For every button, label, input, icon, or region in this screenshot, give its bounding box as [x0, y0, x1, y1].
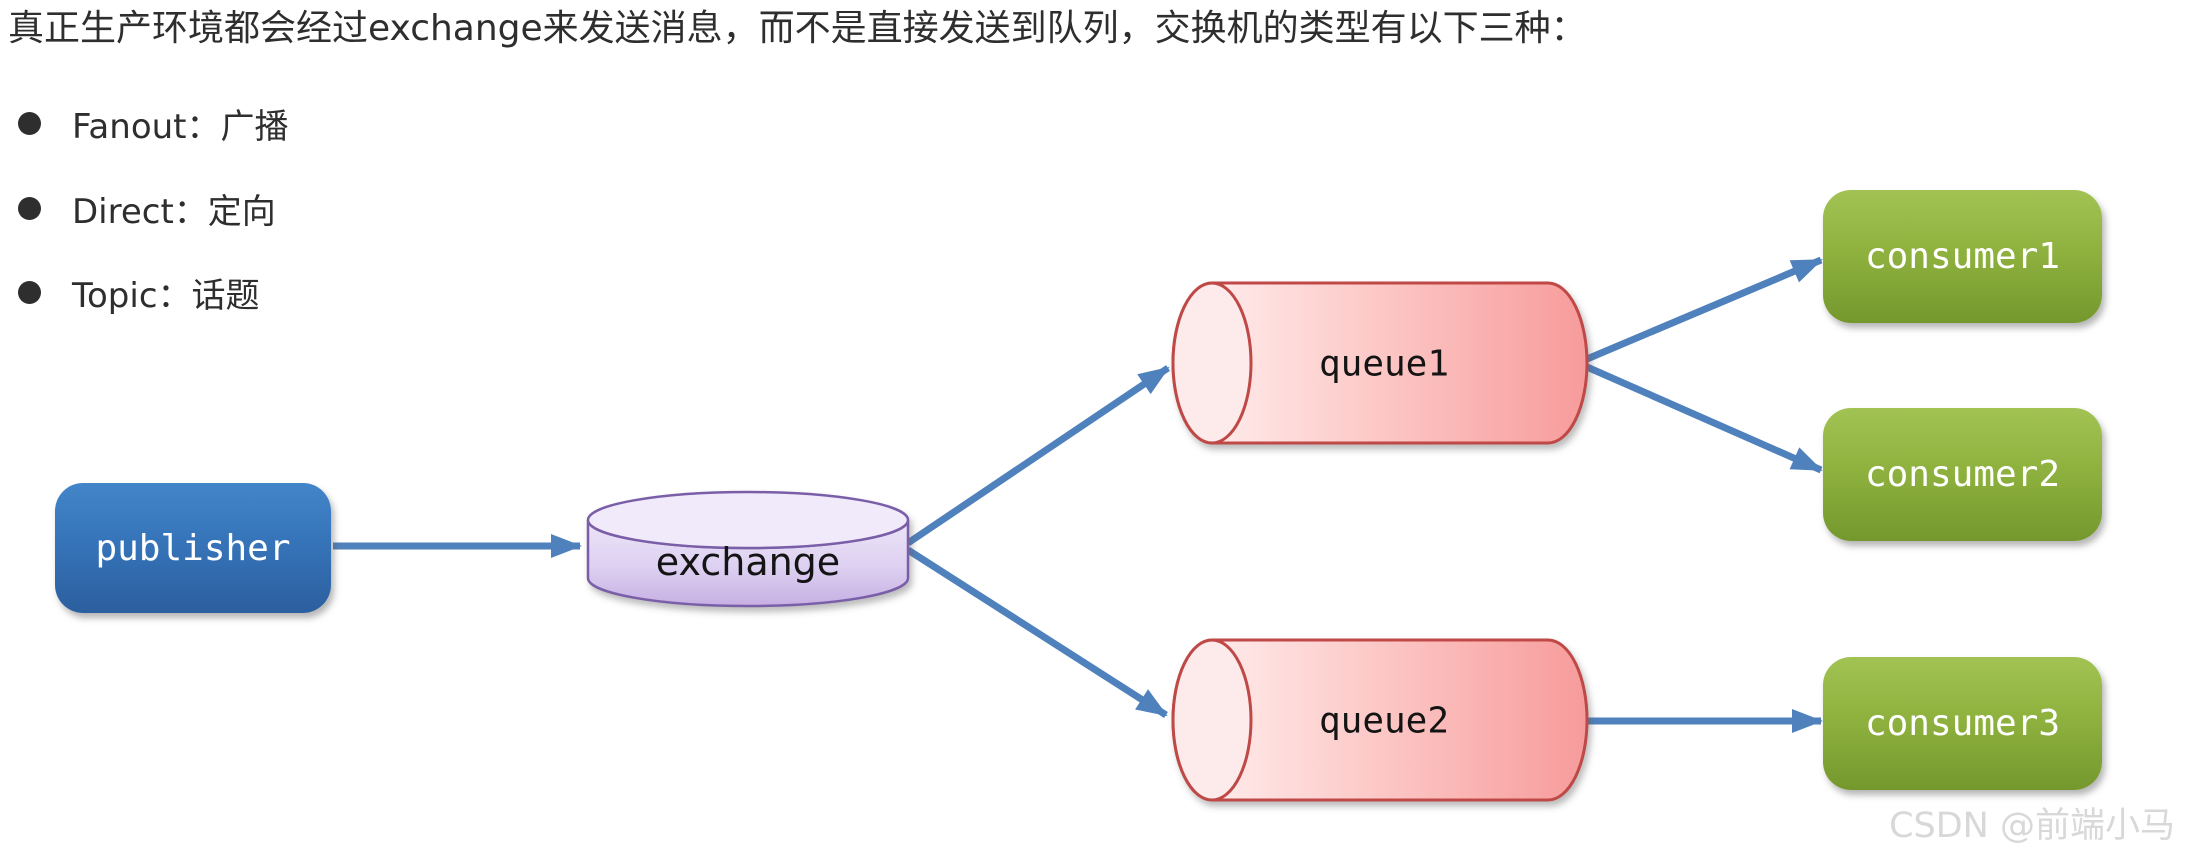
- consumer1-label: consumer1: [1864, 236, 2061, 277]
- queue1-label: queue1: [1318, 343, 1450, 385]
- exchange-cylinder: [586, 490, 910, 608]
- queue2-cylinder-cap: [1171, 638, 1253, 802]
- bullet-dot-icon: [18, 280, 41, 304]
- arrow-queue1-consumer1: [1585, 256, 1823, 363]
- bullet-label: Topic：话题: [72, 275, 260, 316]
- bullet-label: Fanout：广播: [72, 106, 289, 147]
- arrow-exchange-queue2: [906, 547, 1168, 718]
- consumer3-label: consumer3: [1864, 703, 2061, 744]
- exchange-label: exchange: [655, 540, 841, 584]
- bullet-label: Direct：定向: [72, 191, 276, 232]
- bullet-item-fanout: Fanout：广播: [18, 100, 289, 147]
- consumer2-node: consumer2: [1823, 408, 2102, 541]
- arrows-group: [333, 256, 1823, 733]
- bullet-dot-icon: [18, 196, 41, 220]
- bullet-item-direct: Direct：定向: [18, 185, 276, 232]
- queue2-label: queue2: [1318, 700, 1450, 742]
- publisher-label: publisher: [95, 527, 291, 569]
- queue2-cylinder: [1171, 638, 1589, 802]
- bullet-item-topic: Topic：话题: [18, 269, 260, 316]
- intro-text: 真正生产环境都会经过exchange来发送消息，而不是直接发送到队列，交换机的类…: [8, 8, 1587, 49]
- arrow-queue1-consumer2: [1585, 363, 1823, 474]
- consumer1-node: consumer1: [1823, 190, 2102, 323]
- arrow-exchange-queue1: [906, 365, 1170, 546]
- csdn-watermark: CSDN @前端小马: [1889, 806, 2175, 846]
- exchange-cylinder-top: [586, 490, 910, 550]
- bullet-dot-icon: [18, 111, 41, 135]
- consumer3-node: consumer3: [1823, 657, 2102, 790]
- queue1-cylinder-cap: [1171, 281, 1253, 445]
- consumer2-label: consumer2: [1864, 454, 2061, 495]
- publisher-node: publisher: [55, 483, 331, 613]
- queue1-cylinder: [1171, 281, 1589, 445]
